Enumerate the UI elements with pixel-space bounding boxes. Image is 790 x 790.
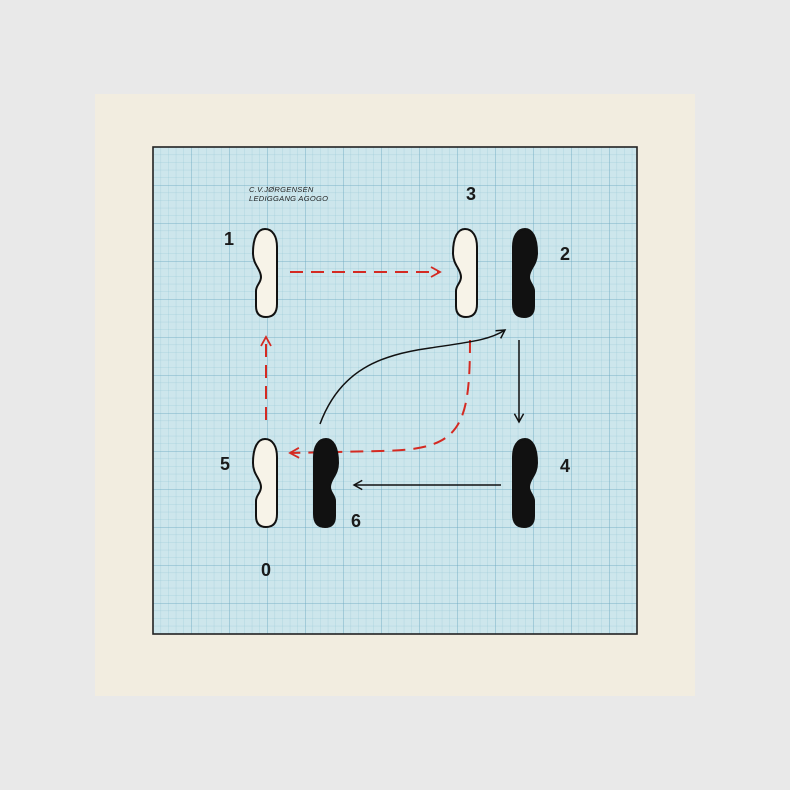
right-foot-path: [319, 329, 525, 491]
step-label-3: 3: [466, 184, 476, 204]
step-label-1: 1: [224, 229, 234, 249]
graph-paper: [152, 146, 638, 635]
step-label-4: 4: [560, 456, 570, 476]
graph-border: [152, 146, 638, 635]
step-label-6: 6: [351, 511, 361, 531]
step-label-0: 0: [261, 560, 271, 580]
arrow-3-to-5: [288, 339, 471, 459]
step-label-5: 5: [220, 454, 230, 474]
step-label-2: 2: [560, 244, 570, 264]
left-foot-path: [260, 266, 471, 459]
album-title: LEDIGGANG AGOGO: [249, 194, 328, 203]
artist-name: C.V.JØRGENSEN: [249, 185, 314, 194]
arrow-6-to-2: [319, 329, 507, 425]
